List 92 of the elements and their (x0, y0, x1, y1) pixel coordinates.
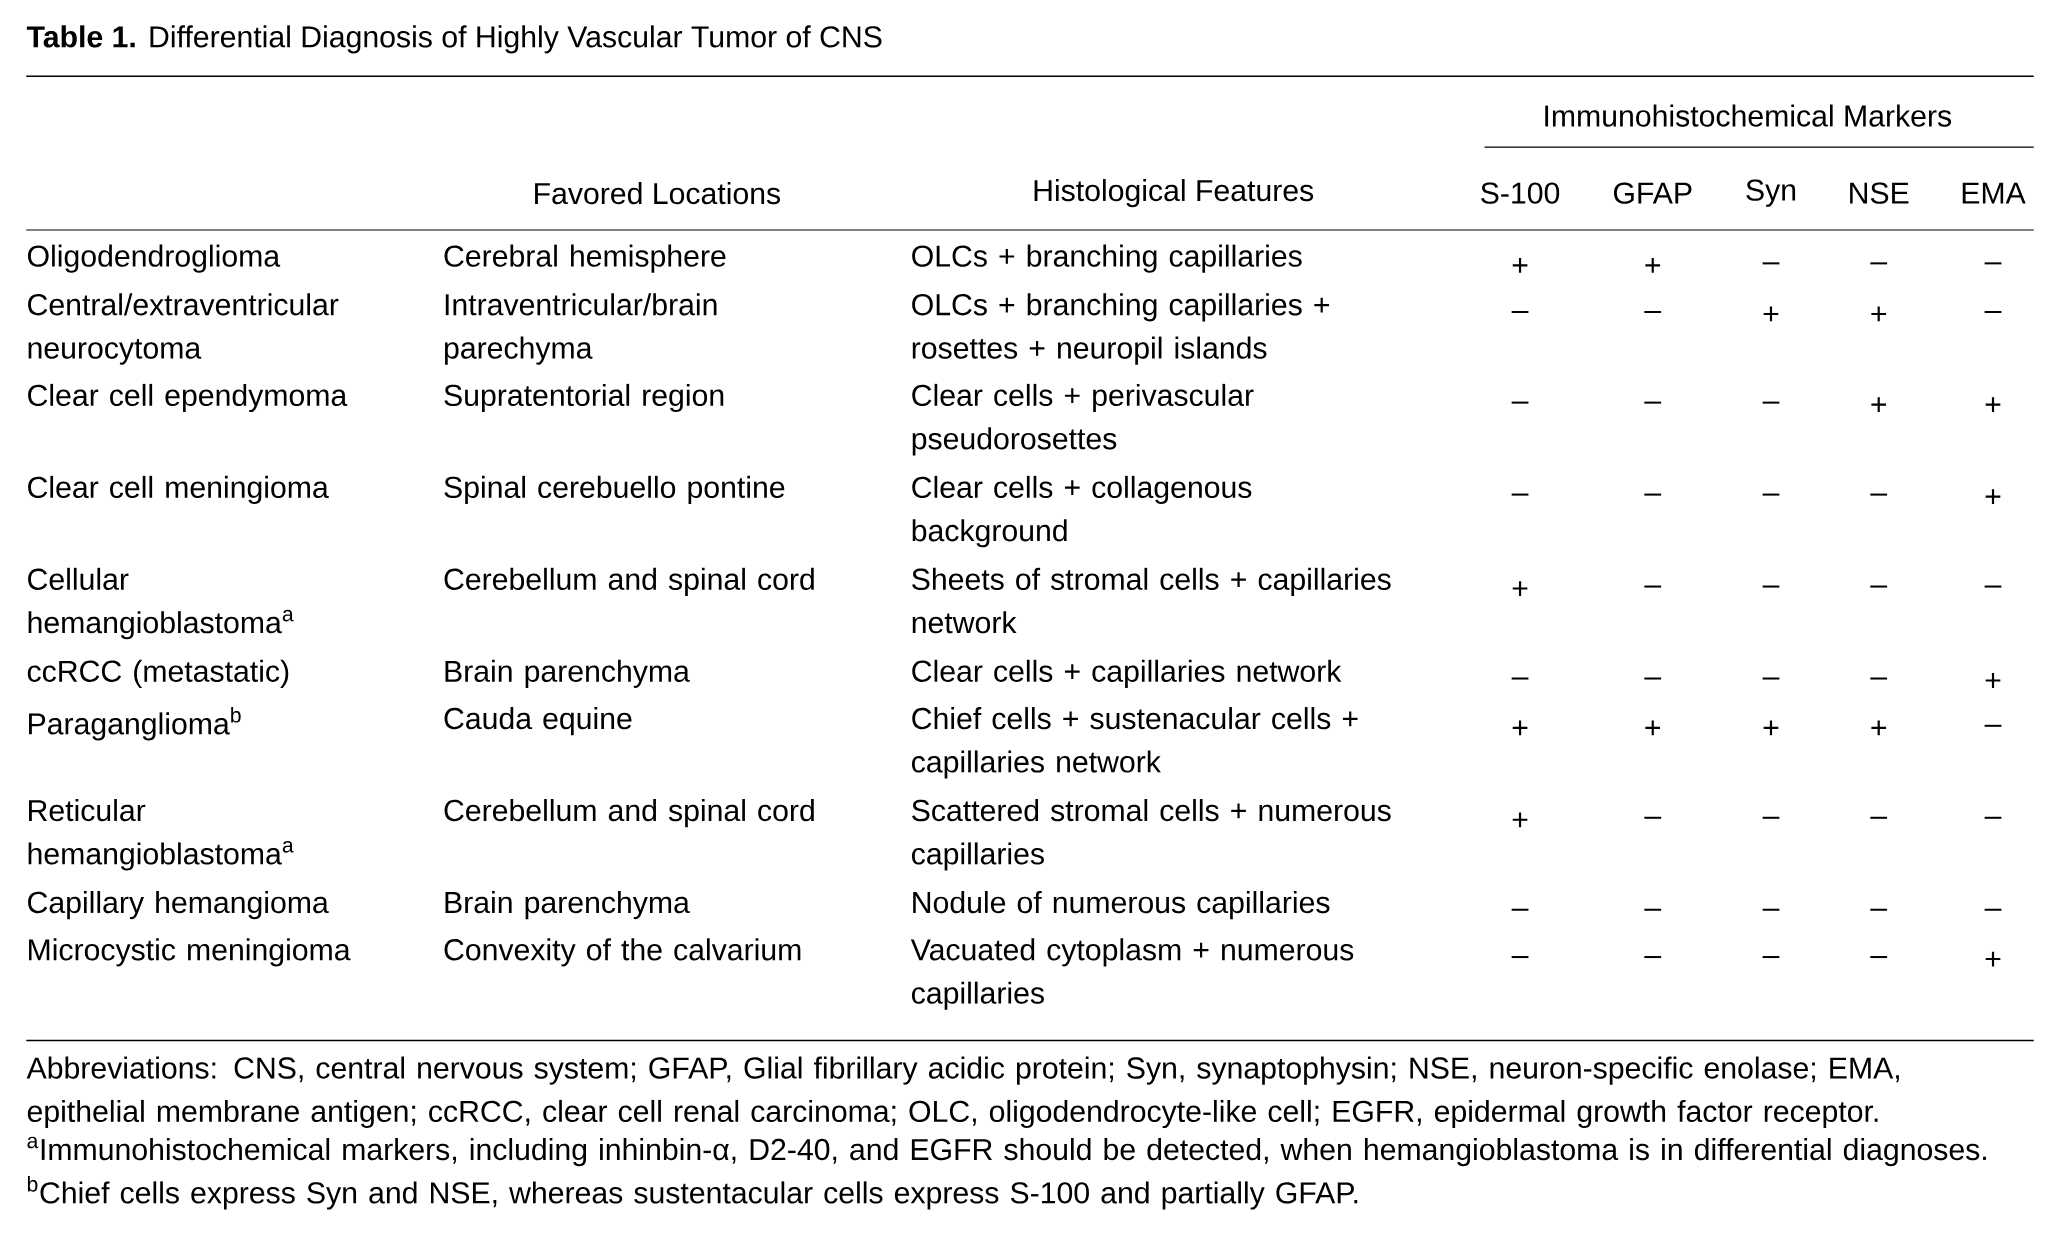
table-cell: – (1762, 401, 1780, 404)
table-cell: – (1984, 725, 2002, 728)
table-cell: + (1985, 673, 2001, 689)
table-cell: – (1984, 585, 2002, 588)
table-cell: – (1511, 677, 1529, 680)
table-cell: Microcystic meningioma (29, 938, 351, 967)
table-cell: Intraventricular/brain parechyma (445, 293, 717, 365)
table-cell: + (1871, 397, 1887, 413)
table-cell: – (1984, 311, 2002, 314)
table-cell: – (1511, 956, 1529, 959)
table-cell: Cellular hemangioblastoma$^{a}$ (28, 568, 294, 640)
table-cell: – (1870, 908, 1888, 911)
column-header: EMA (1962, 182, 2026, 204)
table-cell: – (1870, 677, 1888, 680)
table-cell: Clear cells + perivascular pseudorosettes (912, 384, 1254, 456)
table-cell: Convexity of the calvarium (444, 938, 801, 967)
table-cell: – (1644, 677, 1662, 680)
table-cell: Clear cell ependymoma (28, 384, 348, 413)
table-cell: – (1984, 908, 2002, 911)
table-cell: + (1985, 951, 2001, 967)
table-title: Table 1. Differential Diagnosis of Highly Vascular Tumor of CNS (26, 25, 882, 54)
table-cell: Chief cells + sustenacular cells + capillaries network (912, 707, 1358, 779)
table-cell: – (1644, 956, 1662, 959)
table-cell: + (1512, 581, 1528, 597)
table-cell: ccRCC (metastatic) (27, 660, 289, 689)
table-cell: + (1645, 720, 1661, 736)
table-cell: – (1644, 908, 1662, 911)
table-cell: – (1762, 493, 1780, 496)
table-cell: – (1644, 585, 1662, 588)
footnote: Abbreviations: CNS, central nervous system; GFAP, Glial fibrillary acidic protein; Syn, synaptophysin; NSE, neuron-specific enolase; EMA, epithelial membrane antigen; ccRCC, clear cell renal carcinoma; OLC, oligodendrocyte-like cell; EGFR, epidermal growth factor receptor. (26, 1056, 1899, 1129)
table-cell: Clear cells + capillaries network (912, 660, 1342, 689)
table-cell: – (1870, 262, 1888, 265)
table-cell: – (1762, 585, 1780, 588)
column-header: Syn (1746, 179, 1796, 207)
table-cell: + (1763, 306, 1779, 322)
table-cell: Central/extraventricular neurocytoma (28, 293, 339, 365)
table-cell: Nodule of numerous capillaries (913, 891, 1330, 920)
table-cell: – (1644, 493, 1662, 496)
table-cell: – (1644, 401, 1662, 404)
table-cell: Capillary hemangioma (28, 891, 329, 920)
table-cell: Sheets of stromal cells + capillaries network (912, 568, 1391, 634)
table-cell: Cerebral hemisphere (444, 244, 726, 273)
table-cell: OLCs + branching capillaries + rosettes + neuropil islands (912, 293, 1330, 365)
table-cell: – (1511, 493, 1529, 496)
table-cell: + (1871, 720, 1887, 736)
table-cell: – (1870, 493, 1888, 496)
table-cell: Cauda equine (444, 707, 632, 736)
table-cell: + (1645, 258, 1661, 273)
column-header: S-100 (1481, 182, 1560, 205)
table-cell: – (1762, 817, 1780, 819)
table-cell: Supratentorial region (444, 384, 724, 413)
footnote: $^{a}$Immunohistochemical markers, including inhinbin-α, D2-40, and EGFR should be detected, when hemangioblastoma is in differential diagnoses. (27, 1136, 1986, 1167)
table-cell: + (1512, 720, 1528, 736)
table-cell: Oligodendroglioma (27, 244, 281, 273)
table-cell: Brain parenchyma (445, 891, 690, 920)
table-cell: – (1644, 311, 1662, 314)
column-header: Favored Locations (535, 182, 781, 205)
table-cell: Clear cell meningioma (28, 476, 329, 505)
table-cell: Cerebellum and spinal cord (444, 568, 814, 597)
footnote: $^{b}$Chief cells express Syn and NSE, whereas sustentacular cells express S-100 and partially GFAP. (27, 1176, 1358, 1210)
table-cell: – (1870, 956, 1888, 959)
table-cell: – (1511, 311, 1529, 314)
table-cell: – (1762, 677, 1780, 680)
table-cell: – (1984, 817, 2002, 819)
table-cell: Scattered stromal cells + numerous capillaries (912, 799, 1391, 871)
table-cell: + (1512, 812, 1528, 828)
table-cell: Paraganglioma$^{b}$ (29, 707, 241, 741)
table-cell: – (1511, 908, 1529, 911)
column-header: GFAP (1613, 182, 1692, 205)
table-cell: – (1762, 908, 1780, 911)
column-header: Histological Features (1034, 179, 1314, 208)
table-cell: – (1870, 817, 1888, 819)
table-cell: – (1644, 817, 1662, 819)
table-cell: – (1870, 585, 1888, 588)
table-cell: Vacuated cytoplasm + numerous capillaries (910, 938, 1354, 1011)
table-cell: + (1512, 258, 1528, 273)
table-cell: Cerebellum and spinal cord (444, 799, 814, 828)
table-cell: Brain parenchyma (445, 660, 690, 689)
table-cell: Reticular hemangioblastoma$^{a}$ (28, 799, 294, 871)
column-header: Immunohistochemical Markers (1545, 104, 1951, 127)
table-cell: OLCs + branching capillaries (912, 244, 1302, 273)
table-cell: + (1871, 306, 1887, 322)
table-cell: – (1511, 401, 1529, 404)
table-cell: Spinal cerebuello pontine (444, 476, 785, 505)
table-cell: Clear cells + collagenous background (912, 476, 1252, 548)
column-header: NSE (1850, 182, 1909, 205)
table-cell: – (1984, 262, 2002, 265)
table-cell: + (1985, 397, 2001, 413)
table-cell: – (1762, 956, 1780, 959)
table-cell: + (1763, 720, 1779, 736)
table-cell: + (1985, 489, 2001, 505)
table-cell: – (1762, 262, 1780, 265)
